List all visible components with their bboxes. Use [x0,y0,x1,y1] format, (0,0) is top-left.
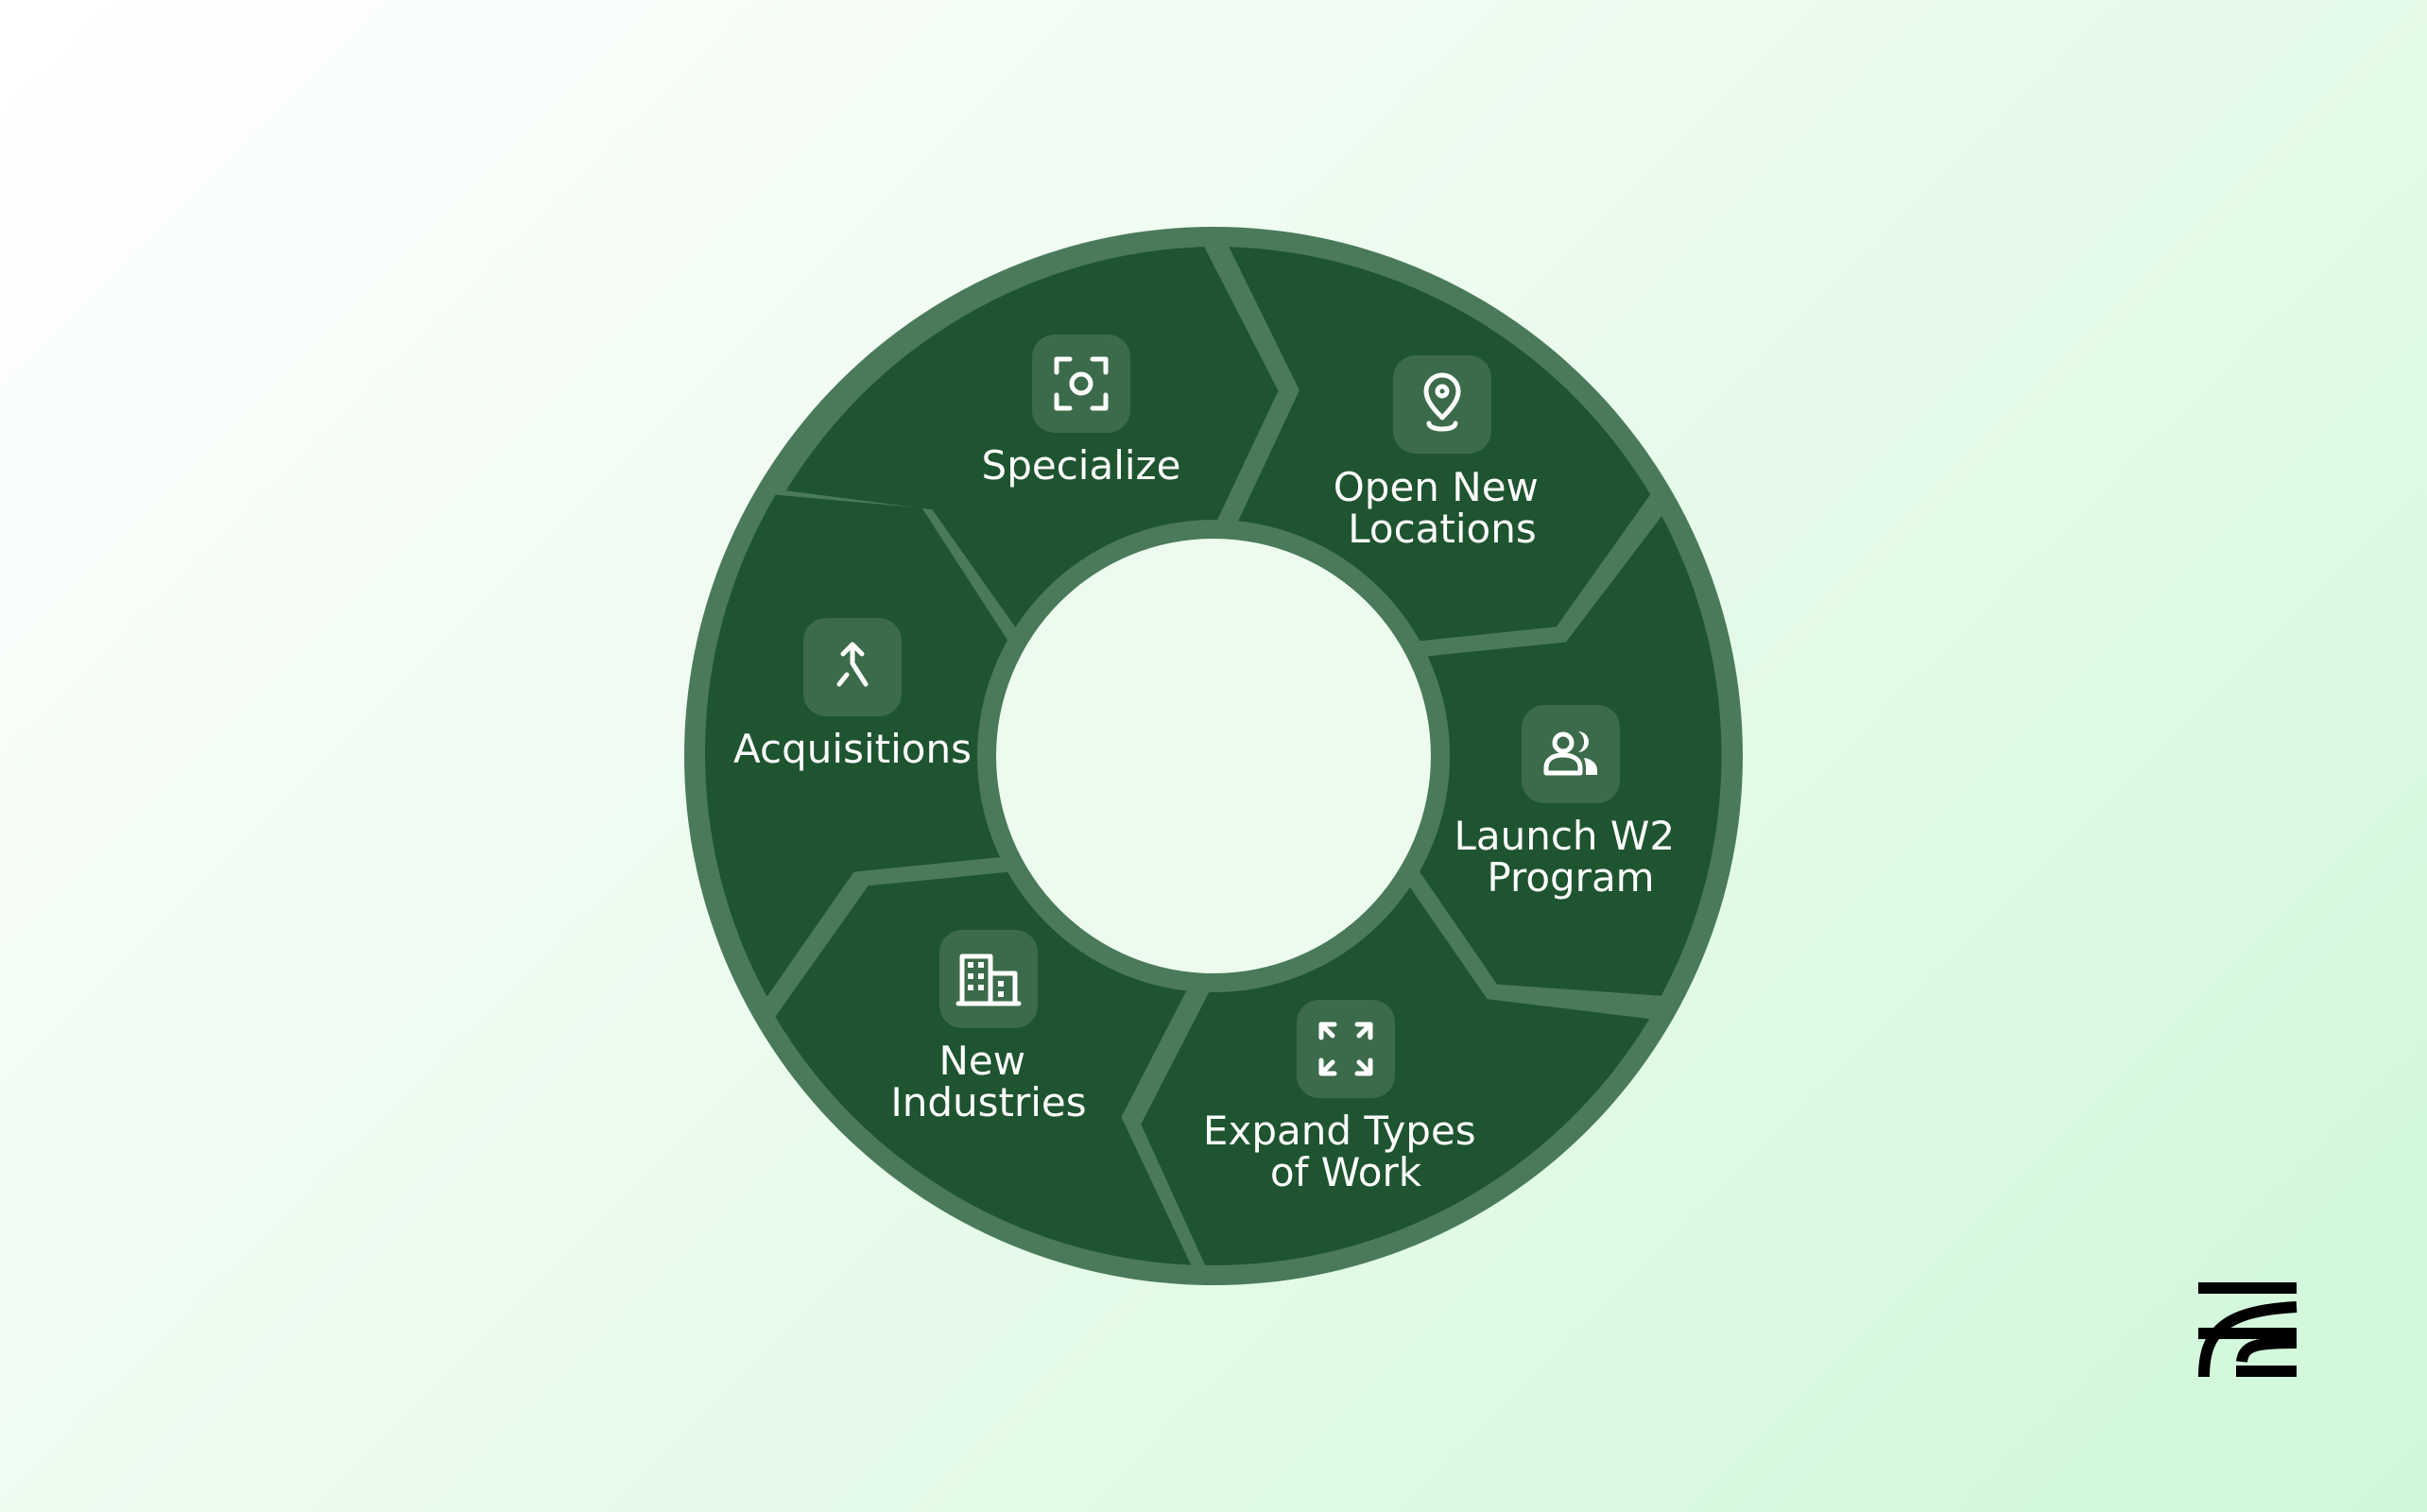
segment-new-industries-content: New Industries [890,930,1087,1125]
merge-icon [836,642,869,687]
expand-icon-tile [1297,1000,1395,1098]
segment-expand-types-of-work-content: Expand Types of Work [1203,1000,1489,1195]
segment-label-acquisitions: Acquisitions [733,726,972,772]
segment-label-line: Open New [1334,464,1539,510]
segment-label-expand-types-of-work: Expand Types of Work [1203,1108,1489,1195]
segment-label-line: Launch W2 [1454,813,1675,859]
segment-launch-w2-program-content: Launch W2 Program [1454,705,1687,901]
ring-center-hole [996,539,1431,973]
building-icon [955,954,1022,1006]
segment-acquisitions [705,494,1017,997]
segment-label-line: Expand Types [1203,1108,1476,1154]
expand-icon [1318,1022,1373,1076]
segment-label-line: of Work [1270,1149,1422,1195]
segment-label-open-new-locations: Open New Locations [1334,464,1552,552]
segment-label-line: New [939,1038,1026,1084]
segment-label-line: Industries [890,1079,1086,1125]
brand-logo-icon [2198,1282,2298,1378]
map-pin-icon-tile [1393,355,1491,454]
segment-open-new-locations-content: Open New Locations [1334,355,1552,552]
segment-label-launch-w2-program: Launch W2 Program [1454,813,1687,901]
segment-specialize-content: Specialize [982,335,1181,489]
segment-acquisitions-content: Acquisitions [733,618,972,772]
map-pin-icon [1423,372,1461,432]
segment-label-line: Program [1487,854,1654,901]
segment-specialize [785,247,1279,643]
ring-inner-border [977,520,1450,992]
segment-label-line: Acquisitions [733,726,972,772]
segment-label-line: Locations [1348,506,1537,552]
focus-icon [1054,356,1109,411]
segment-label-line: Specialize [982,442,1181,489]
segment-label-specialize: Specialize [982,442,1181,489]
focus-icon-tile [1032,335,1130,433]
segment-label-new-industries: New Industries [890,1038,1086,1125]
segment-new-industries [775,870,1194,1265]
segment-expand-types-of-work [1141,870,1650,1265]
users-icon [1543,731,1597,776]
